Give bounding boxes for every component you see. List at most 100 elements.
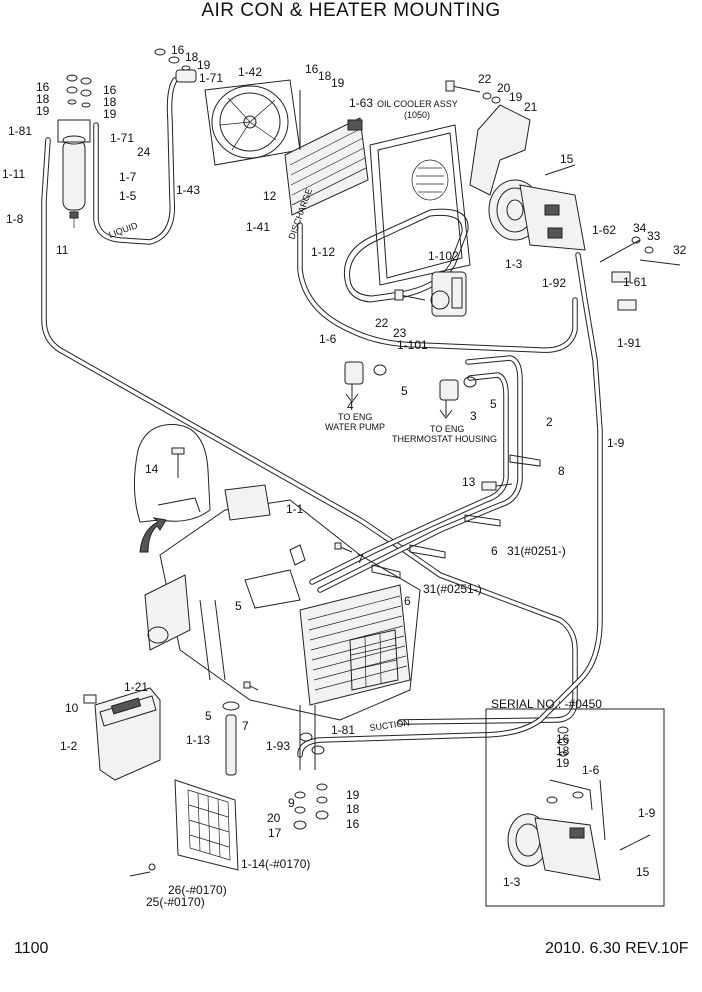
compressor xyxy=(488,164,681,311)
oil-cooler-ref: (1050) xyxy=(404,110,430,120)
callout-label: 16 xyxy=(36,80,50,94)
callout-label: 13 xyxy=(462,475,476,489)
condenser-fan xyxy=(204,79,301,166)
callout-label: 1-63 xyxy=(349,96,373,110)
callout-label: 1-1 xyxy=(286,502,304,516)
drain-hose xyxy=(222,701,240,776)
note-water-pump-2: WATER PUMP xyxy=(325,422,385,432)
callout-label: 1-9 xyxy=(607,436,625,450)
callout-label: 1-5 xyxy=(119,189,137,203)
callout-label: 1-7 xyxy=(119,170,137,184)
callout-label: 1-42 xyxy=(238,65,262,79)
callout-label: 23 xyxy=(393,326,407,340)
bolt-13 xyxy=(481,481,513,491)
callout-label: 20 xyxy=(267,811,281,825)
callout-label: 7 xyxy=(357,552,364,566)
unit-pipes xyxy=(299,705,325,770)
callout-label: 16 xyxy=(171,43,185,57)
callout-label: 19 xyxy=(346,788,360,802)
callout-label: 12 xyxy=(263,189,277,203)
callout-label: 1-61 xyxy=(623,275,647,289)
callout-label: 6 xyxy=(404,594,411,608)
callout-label: 1-41 xyxy=(246,220,270,234)
callout-label: 1-8 xyxy=(6,212,24,226)
callout-label: 1-11 xyxy=(2,167,25,181)
callout-label: 1-71 xyxy=(110,131,134,145)
callout-label: 31(#0251-) xyxy=(423,582,482,596)
callout-label: 22 xyxy=(375,316,389,330)
screw-7 xyxy=(243,542,353,691)
callout-label: 26(-#0170) xyxy=(168,883,227,897)
clamp-8 xyxy=(509,454,541,467)
page-number: 1100 xyxy=(14,940,49,957)
callout-label: 1-81 xyxy=(331,723,355,737)
callout-label: 18 xyxy=(556,744,570,758)
callout-label: 1-101 xyxy=(397,338,428,352)
callout-label: 19 xyxy=(103,107,117,121)
fittings-bottom xyxy=(293,783,329,830)
callout-label: 1-93 xyxy=(266,739,290,753)
callout-label: 16 xyxy=(305,62,319,76)
callout-label: 1-14(-#0170) xyxy=(241,857,310,871)
callout-label: 7 xyxy=(242,719,249,733)
callout-label: 16 xyxy=(556,732,570,746)
hose-1-9 xyxy=(297,252,603,758)
callout-label: 18 xyxy=(318,69,332,83)
belt-tensioner xyxy=(430,271,467,317)
hose-text-liquid-1: LIQUID xyxy=(107,220,139,240)
page-title: AIR CON & HEATER MOUNTING xyxy=(201,0,501,21)
callout-label: 1-13 xyxy=(186,733,210,747)
callout-label: 16 xyxy=(346,817,360,831)
callout-label: 5 xyxy=(490,397,497,411)
callout-label: 18 xyxy=(346,802,360,816)
control-panel xyxy=(83,687,161,781)
hose-text-suction: SUCTION xyxy=(369,717,410,733)
heater-hose-2 xyxy=(309,355,523,593)
callout-label: 31(#0251-) xyxy=(507,544,566,558)
callout-label: 18 xyxy=(103,95,117,109)
callout-label: 9 xyxy=(288,796,295,810)
water-valve-3 xyxy=(439,376,477,419)
callout-label: 24 xyxy=(137,145,151,159)
callout-label: 4 xyxy=(347,399,354,413)
callout-label: 1-102 xyxy=(428,249,459,263)
callout-label: 1-92 xyxy=(542,276,566,290)
oil-cooler-label: OIL COOLER ASSY xyxy=(377,99,458,109)
callout-label: 5 xyxy=(205,709,212,723)
callout-label: 19 xyxy=(556,756,570,770)
compressor-belt xyxy=(343,208,469,303)
fittings-left xyxy=(66,48,197,108)
callout-label: 19 xyxy=(509,90,523,104)
callout-label: 1-6 xyxy=(582,763,600,777)
hose-1-7 xyxy=(93,77,178,245)
callout-label: 20 xyxy=(497,81,511,95)
callout-label: 1-2 xyxy=(60,739,78,753)
callout-label: 16 xyxy=(103,83,117,97)
callout-label: 18 xyxy=(185,50,199,64)
callout-label: 33 xyxy=(647,229,661,243)
callout-label: 1-43 xyxy=(176,183,200,197)
callout-label: 19 xyxy=(36,104,50,118)
callout-label: 32 xyxy=(673,243,687,257)
callout-label: 21 xyxy=(524,100,538,114)
callout-label: 1-12 xyxy=(311,245,335,259)
note-water-pump-1: TO ENG xyxy=(338,412,372,422)
callout-label: 8 xyxy=(558,464,565,478)
callout-label: 15 xyxy=(560,152,574,166)
callout-label: 19 xyxy=(331,76,345,90)
callout-label: 17 xyxy=(268,826,282,840)
callout-label: 1-91 xyxy=(617,336,641,350)
callout-label: 2 xyxy=(546,415,553,429)
callout-label: 22 xyxy=(478,72,492,86)
callout-label: 1-71 xyxy=(199,71,223,85)
condenser xyxy=(284,90,369,216)
detail-bubble xyxy=(133,424,211,553)
note-thermostat-2: THERMOSTAT HOUSING xyxy=(392,434,497,444)
receiver-drier xyxy=(57,119,91,228)
callout-label: 1-62 xyxy=(592,223,616,237)
cabin-filter xyxy=(129,779,239,877)
callout-label: 1-6 xyxy=(319,332,337,346)
water-valve-4 xyxy=(344,361,387,403)
